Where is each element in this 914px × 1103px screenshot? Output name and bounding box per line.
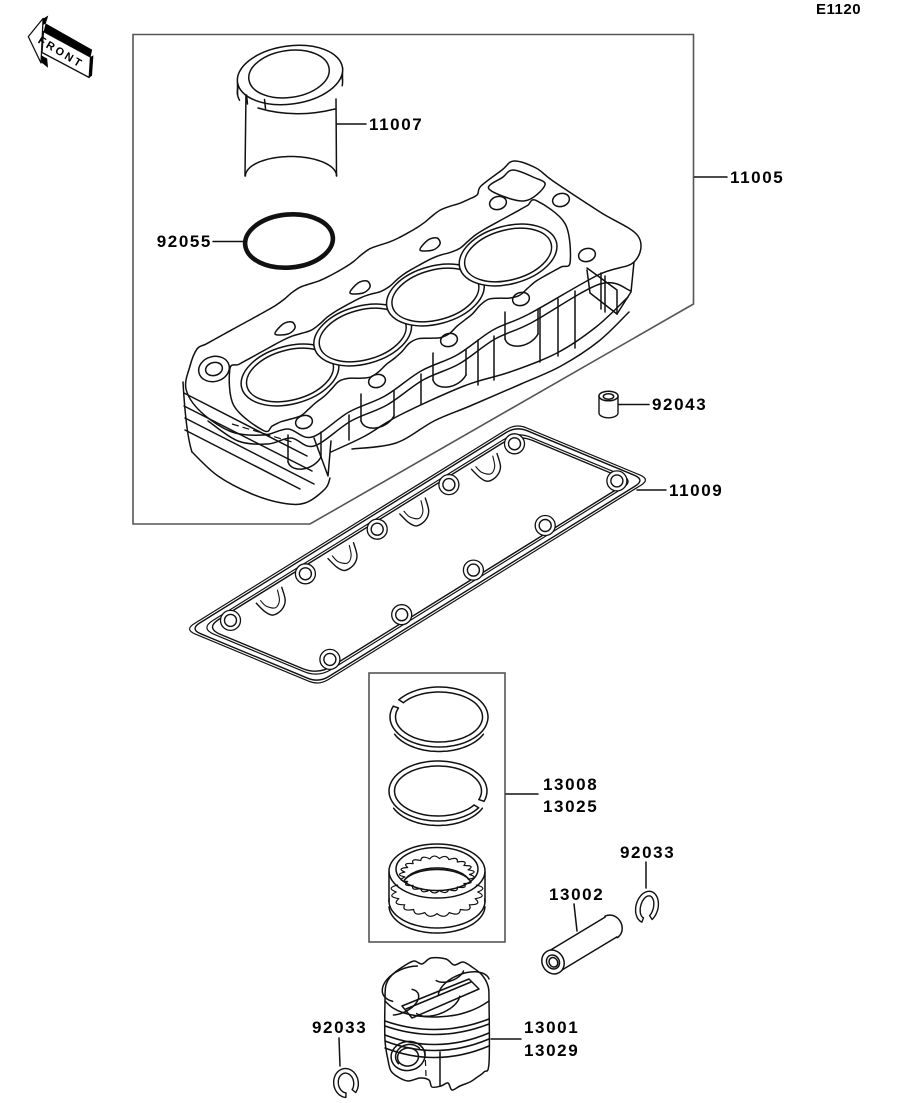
svg-text:13008: 13008	[543, 775, 598, 794]
svg-text:92055: 92055	[157, 232, 212, 251]
svg-text:11009: 11009	[669, 481, 723, 500]
svg-text:11007: 11007	[369, 115, 423, 134]
svg-text:13002: 13002	[549, 885, 604, 904]
svg-text:13029: 13029	[524, 1041, 579, 1060]
svg-text:E1120: E1120	[816, 1, 861, 18]
svg-text:92033: 92033	[312, 1018, 367, 1037]
svg-text:13025: 13025	[543, 797, 598, 816]
svg-text:92033: 92033	[620, 843, 675, 862]
svg-text:11005: 11005	[730, 168, 784, 187]
svg-text:13001: 13001	[524, 1018, 579, 1037]
svg-text:92043: 92043	[652, 395, 707, 414]
